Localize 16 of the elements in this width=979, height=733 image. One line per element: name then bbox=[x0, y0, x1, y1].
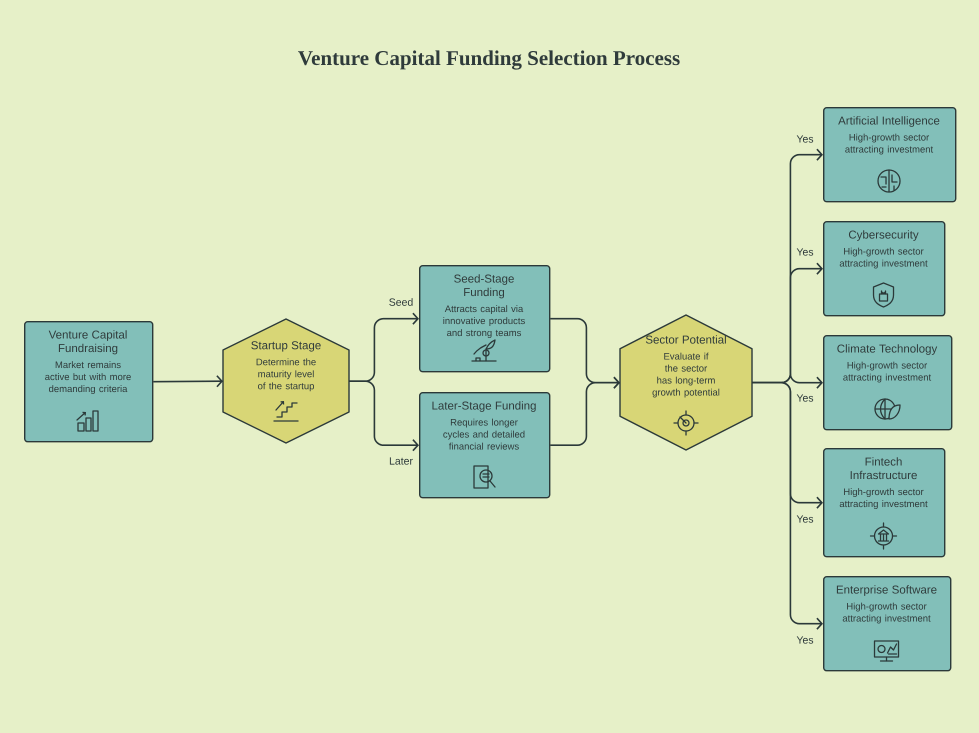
process-box: Seed-Stage Funding Attracts capital via innovative products and strong teams bbox=[419, 265, 550, 372]
process-box: Venture Capital Fundraising Market remains active but with more demanding criteria bbox=[24, 321, 154, 442]
title: Venture Capital Funding Selection Process bbox=[298, 50, 680, 70]
process-box: Climate Technology High-growth sector attracting investment bbox=[823, 335, 952, 430]
arrow bbox=[550, 376, 620, 446]
decision-hexagon: Startup Stage Determine the maturity level of the startup bbox=[222, 318, 350, 444]
decision-hexagon: Sector Potential Evaluate if the sector has long-term growth potential bbox=[619, 314, 753, 451]
arrow bbox=[349, 380, 419, 452]
arrow bbox=[153, 375, 223, 388]
arrow bbox=[752, 382, 824, 630]
process-box: Enterprise Software High-growth sector attracting investment bbox=[823, 576, 952, 672]
process-box: Fintech Infrastructure High-growth sector attracting investment bbox=[823, 448, 946, 558]
process-box: Later-Stage Funding Requires longer cycles and detailed financial reviews bbox=[419, 392, 550, 498]
process-box: Cybersecurity High-growth sector attracting investment bbox=[823, 221, 946, 316]
edge-label: Seed bbox=[388, 297, 414, 307]
process-box: Artificial Intelligence High-growth sector attracting investment bbox=[823, 107, 956, 202]
